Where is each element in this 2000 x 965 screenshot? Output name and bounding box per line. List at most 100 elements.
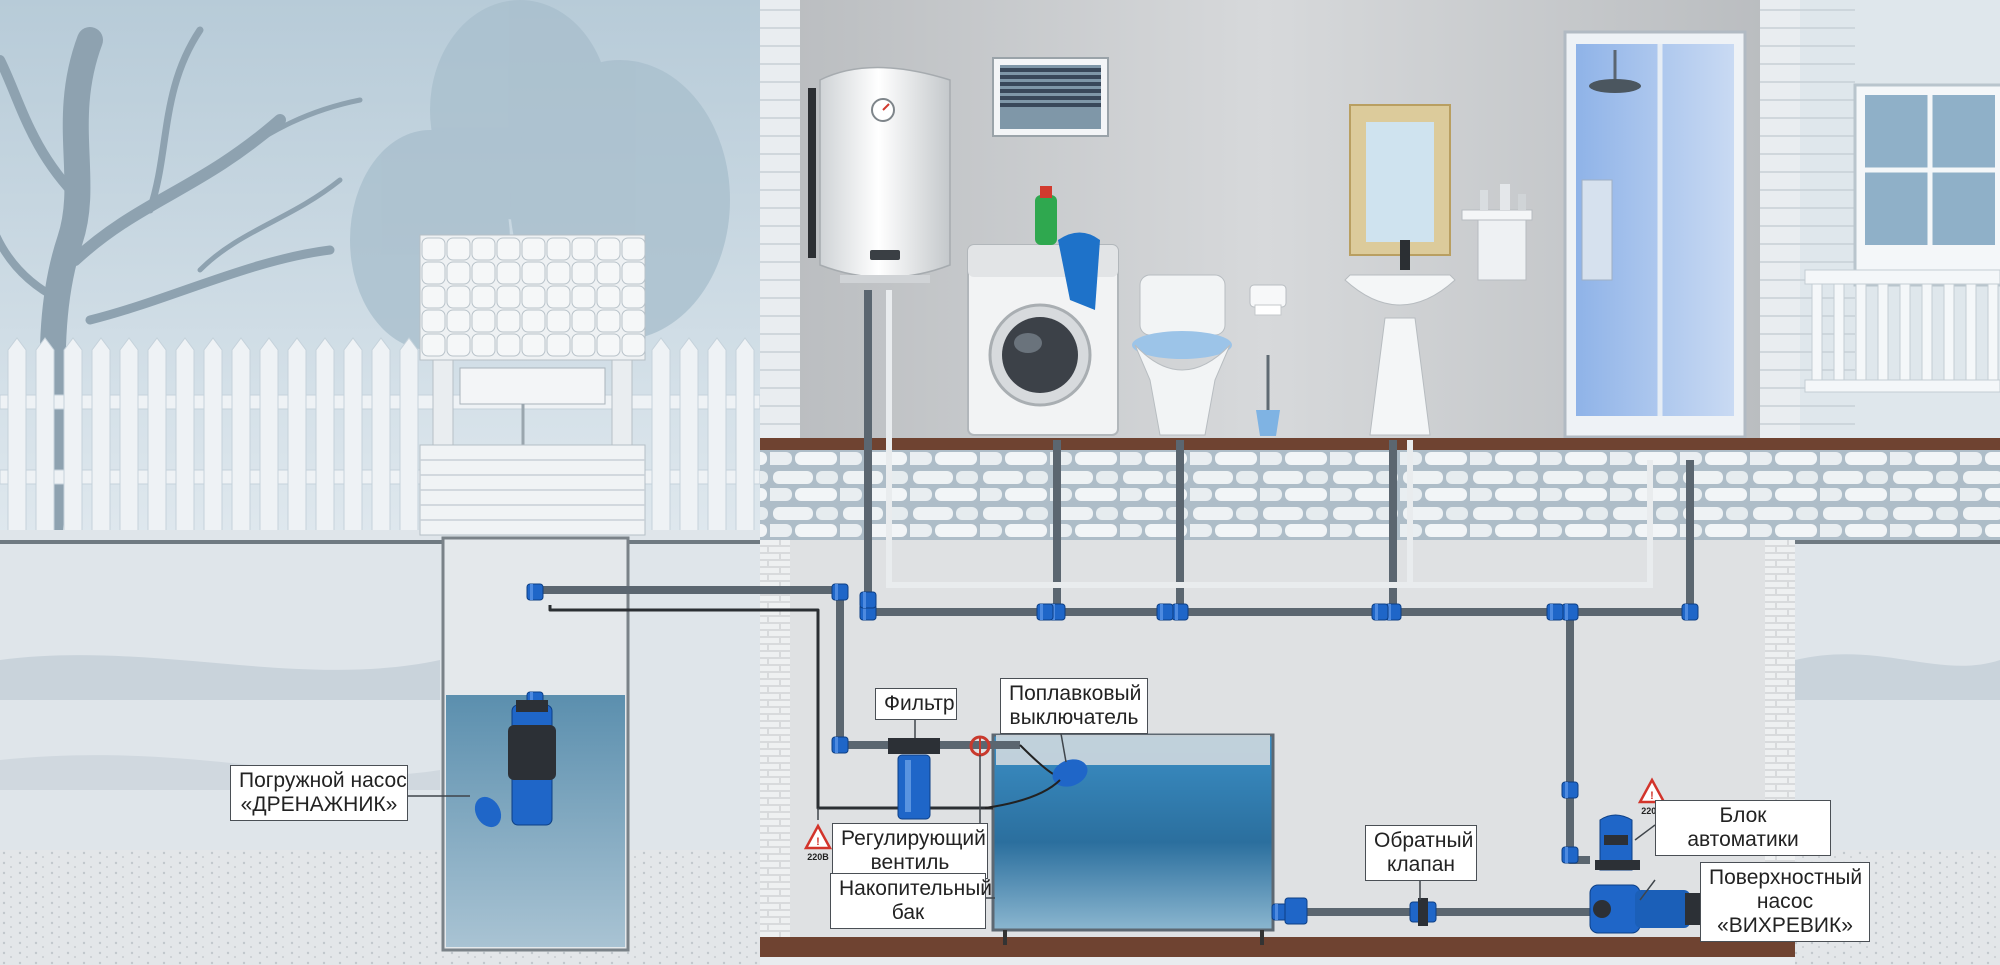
roof-tile bbox=[596, 237, 621, 261]
roof-tile bbox=[571, 333, 596, 357]
roof-tile bbox=[471, 261, 496, 285]
roof-tile bbox=[471, 309, 496, 333]
foundation-stones bbox=[760, 450, 2000, 540]
roof-tile bbox=[571, 309, 596, 333]
roof-tile bbox=[546, 261, 571, 285]
roof-tile bbox=[496, 309, 521, 333]
pipe-fitting bbox=[1681, 603, 1699, 621]
fence-picket bbox=[287, 337, 307, 541]
water-heater bbox=[808, 66, 951, 283]
baluster bbox=[1877, 283, 1889, 381]
roof-tile bbox=[571, 285, 596, 309]
pipe-fitting bbox=[1561, 846, 1579, 864]
roof-tile bbox=[546, 333, 571, 357]
basement-brick-left bbox=[760, 540, 790, 940]
pipe-fitting bbox=[831, 583, 849, 601]
roof-tile bbox=[471, 285, 496, 309]
fence-picket bbox=[91, 337, 111, 541]
toilet-paper bbox=[1249, 284, 1287, 316]
roof-tile bbox=[621, 333, 646, 357]
label-filter: Фильтр bbox=[875, 688, 957, 720]
roof-tile bbox=[446, 285, 471, 309]
fence-picket bbox=[203, 337, 223, 541]
bathroom-window bbox=[992, 57, 1109, 137]
label-float-switch-line2: выключатель bbox=[1009, 706, 1139, 729]
fence-picket bbox=[259, 337, 279, 541]
shower-cabin bbox=[1563, 30, 1747, 439]
fence-picket bbox=[147, 337, 167, 541]
fence-picket bbox=[7, 337, 27, 541]
fence-picket bbox=[679, 337, 699, 541]
toilet bbox=[1132, 274, 1232, 436]
toilet-brush bbox=[1256, 355, 1280, 436]
fence-picket bbox=[371, 337, 391, 541]
roof-tile bbox=[446, 237, 471, 261]
label-float-switch: Поплавковый выключатель bbox=[1000, 678, 1148, 734]
fence-picket bbox=[399, 337, 419, 541]
fence-picket bbox=[735, 337, 755, 541]
svg-text:220В: 220В bbox=[1641, 806, 1663, 816]
label-automation-block-line2: автоматики bbox=[1687, 828, 1799, 851]
roof-tile bbox=[446, 261, 471, 285]
label-submersible-pump: Погружной насос «ДРЕНАЖНИК» bbox=[230, 765, 408, 821]
label-check-valve-line2: клапан bbox=[1386, 853, 1455, 876]
roof-tile bbox=[471, 237, 496, 261]
voltage-marker-1: ! 220В bbox=[803, 823, 833, 862]
roof-tile bbox=[546, 309, 571, 333]
roof-tile bbox=[571, 237, 596, 261]
roof-tile bbox=[421, 285, 446, 309]
roof-tile bbox=[546, 237, 571, 261]
label-surface-pump-line1: Поверхностный bbox=[1709, 866, 1863, 889]
roof-tile bbox=[621, 309, 646, 333]
svg-text:!: ! bbox=[816, 836, 820, 848]
roof-tile bbox=[596, 309, 621, 333]
roof-tile bbox=[521, 237, 546, 261]
roof-tile bbox=[421, 237, 446, 261]
label-regulating-valve-line1: Регулирующий bbox=[841, 827, 986, 850]
hot-water-pipes bbox=[886, 290, 1653, 588]
porch-window bbox=[1853, 83, 2000, 287]
shower-head-icon bbox=[1589, 50, 1641, 93]
fence-pickets bbox=[7, 337, 755, 541]
roof-tile bbox=[496, 237, 521, 261]
basement-floor bbox=[760, 937, 1795, 957]
warning-triangle-icon: ! bbox=[803, 823, 833, 850]
filter bbox=[888, 738, 940, 820]
float-switch bbox=[984, 744, 1088, 809]
house-siding-left bbox=[760, 0, 800, 440]
fence-picket bbox=[651, 337, 671, 541]
baluster bbox=[1855, 283, 1867, 381]
surface-pump bbox=[1589, 884, 1700, 934]
roof-tile bbox=[621, 237, 646, 261]
roof-tile bbox=[621, 285, 646, 309]
roof-tile bbox=[471, 333, 496, 357]
pipe-fitting bbox=[526, 583, 544, 601]
roof-tile bbox=[546, 285, 571, 309]
voltage-marker-2: ! 220В bbox=[1637, 777, 1667, 816]
roof-tile bbox=[421, 261, 446, 285]
submersible-pump bbox=[474, 700, 556, 828]
roof-tile bbox=[596, 261, 621, 285]
washing-machine bbox=[967, 186, 1119, 436]
roof-tile bbox=[496, 333, 521, 357]
label-storage-tank: Накопительный бак bbox=[830, 873, 992, 929]
label-surface-pump-line3: «ВИХРЕВИК» bbox=[1717, 914, 1853, 937]
well-house bbox=[419, 234, 646, 536]
fence-picket bbox=[35, 337, 55, 541]
pipe-fitting bbox=[1561, 603, 1579, 621]
label-surface-pump-line2: насос bbox=[1756, 890, 1814, 913]
label-check-valve: Обратный клапан bbox=[1365, 825, 1477, 881]
warning-triangle-icon: ! bbox=[1637, 777, 1667, 804]
roof-tile bbox=[521, 285, 546, 309]
label-float-switch-line1: Поплавковый bbox=[1009, 682, 1142, 705]
pressure-gauge-icon bbox=[871, 98, 895, 122]
pipe-fitting bbox=[1561, 781, 1579, 799]
label-submersible-pump-line1: Погружной насос bbox=[239, 769, 407, 792]
check-valve bbox=[1409, 898, 1437, 926]
label-regulating-valve-line2: вентиль bbox=[870, 851, 950, 874]
fence-picket bbox=[231, 337, 251, 541]
baluster bbox=[1921, 283, 1933, 381]
pipe-fitting bbox=[1171, 603, 1189, 621]
roof-tile bbox=[421, 333, 446, 357]
